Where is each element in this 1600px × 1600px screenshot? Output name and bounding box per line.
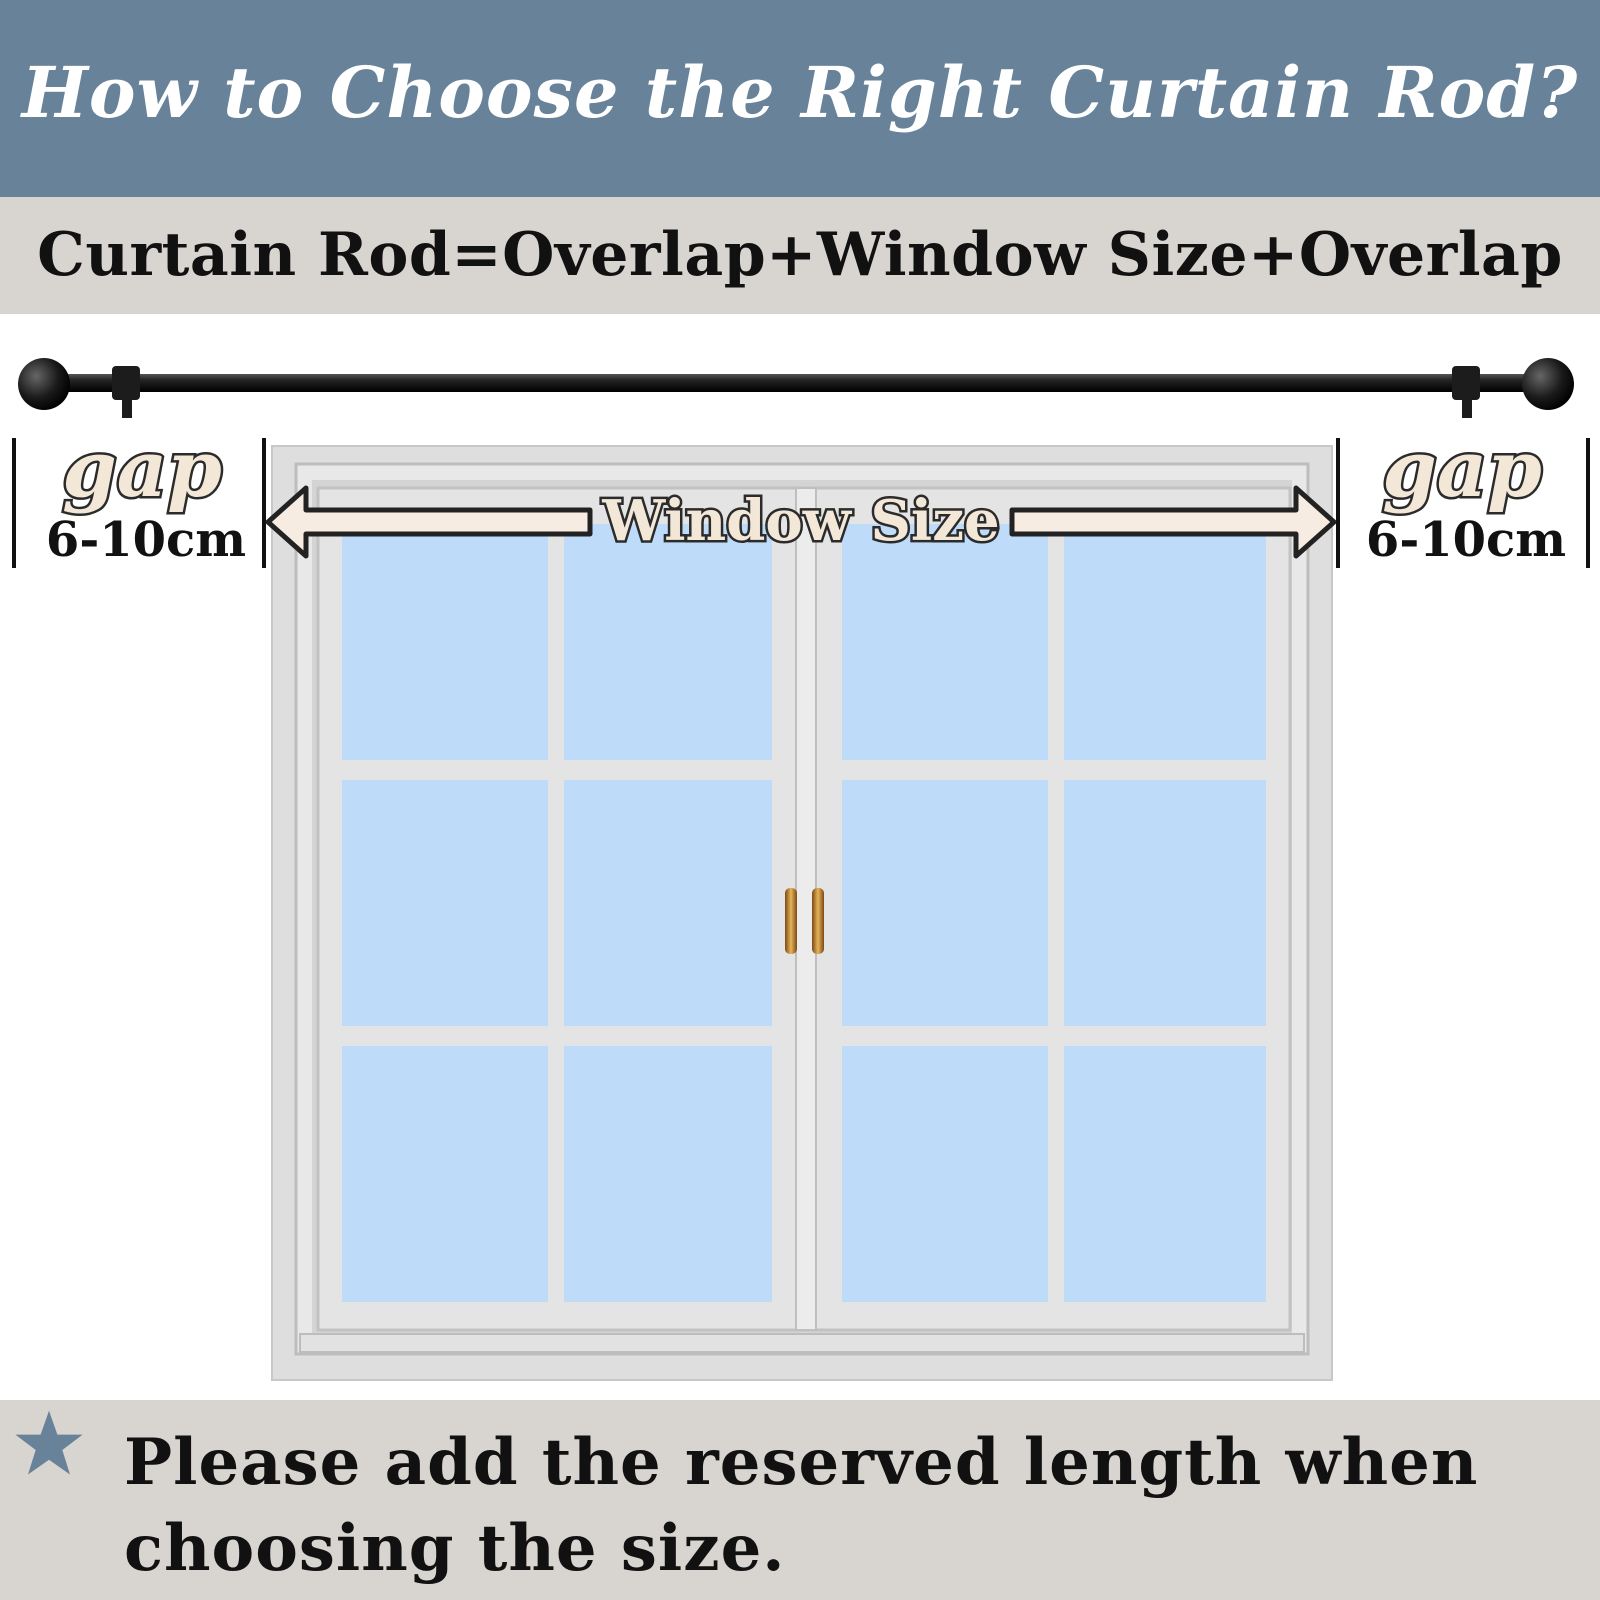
glass-pane xyxy=(1064,524,1266,760)
title-banner xyxy=(0,0,1600,197)
curtain-rod-diagram: gap 6-10cm gap 6-10cm Window Size xyxy=(0,314,1600,1400)
right-finial xyxy=(1522,358,1574,410)
note-band xyxy=(0,1400,1600,1600)
left-bracket xyxy=(112,366,140,400)
glass-pane xyxy=(342,780,548,1026)
left-gap-range: 6-10cm xyxy=(46,512,246,568)
gap-markers xyxy=(12,438,1590,568)
glass-pane xyxy=(1064,1046,1266,1302)
left-gap-label: gap xyxy=(62,424,222,515)
window-size-label: Window Size xyxy=(601,488,999,554)
formula-text: Curtain Rod=Overlap+Window Size+Overlap xyxy=(37,220,1563,290)
left-handle xyxy=(785,888,797,954)
window-handles xyxy=(785,888,824,954)
window-sill xyxy=(299,1333,1305,1353)
glass-pane xyxy=(564,780,772,1026)
right-bracket-stem xyxy=(1462,398,1472,418)
note-text: Please add the reserved length when choo… xyxy=(124,1425,1479,1586)
right-gap-range: 6-10cm xyxy=(1366,512,1566,568)
window-illustration xyxy=(271,445,1333,1381)
glass-pane xyxy=(342,524,548,760)
left-finial xyxy=(18,358,70,410)
right-handle xyxy=(812,888,824,954)
glass-pane xyxy=(1064,780,1266,1026)
page-title: How to Choose the Right Curtain Rod? xyxy=(21,51,1579,134)
window-size-arrow xyxy=(265,485,1337,559)
glass-pane xyxy=(842,1046,1048,1302)
star-icon xyxy=(15,1410,83,1475)
glass-pane xyxy=(842,780,1048,1026)
left-arrow-head xyxy=(265,485,593,559)
curtain-rod xyxy=(18,358,1574,418)
right-sash-panes xyxy=(842,524,1266,1302)
diagram-canvas: gap 6-10cm gap 6-10cm Window Size xyxy=(12,358,1590,1381)
rod-bar xyxy=(40,374,1560,392)
formula-band xyxy=(0,197,1600,314)
glass-pane xyxy=(842,524,1048,760)
left-sash-panes xyxy=(342,524,772,1302)
glass-pane xyxy=(564,1046,772,1302)
glass-pane xyxy=(342,1046,548,1302)
right-arrow-head xyxy=(1009,485,1337,559)
glass-pane xyxy=(564,524,772,760)
right-bracket xyxy=(1452,366,1480,400)
left-bracket-stem xyxy=(122,398,132,418)
right-gap-label: gap xyxy=(1382,424,1542,515)
